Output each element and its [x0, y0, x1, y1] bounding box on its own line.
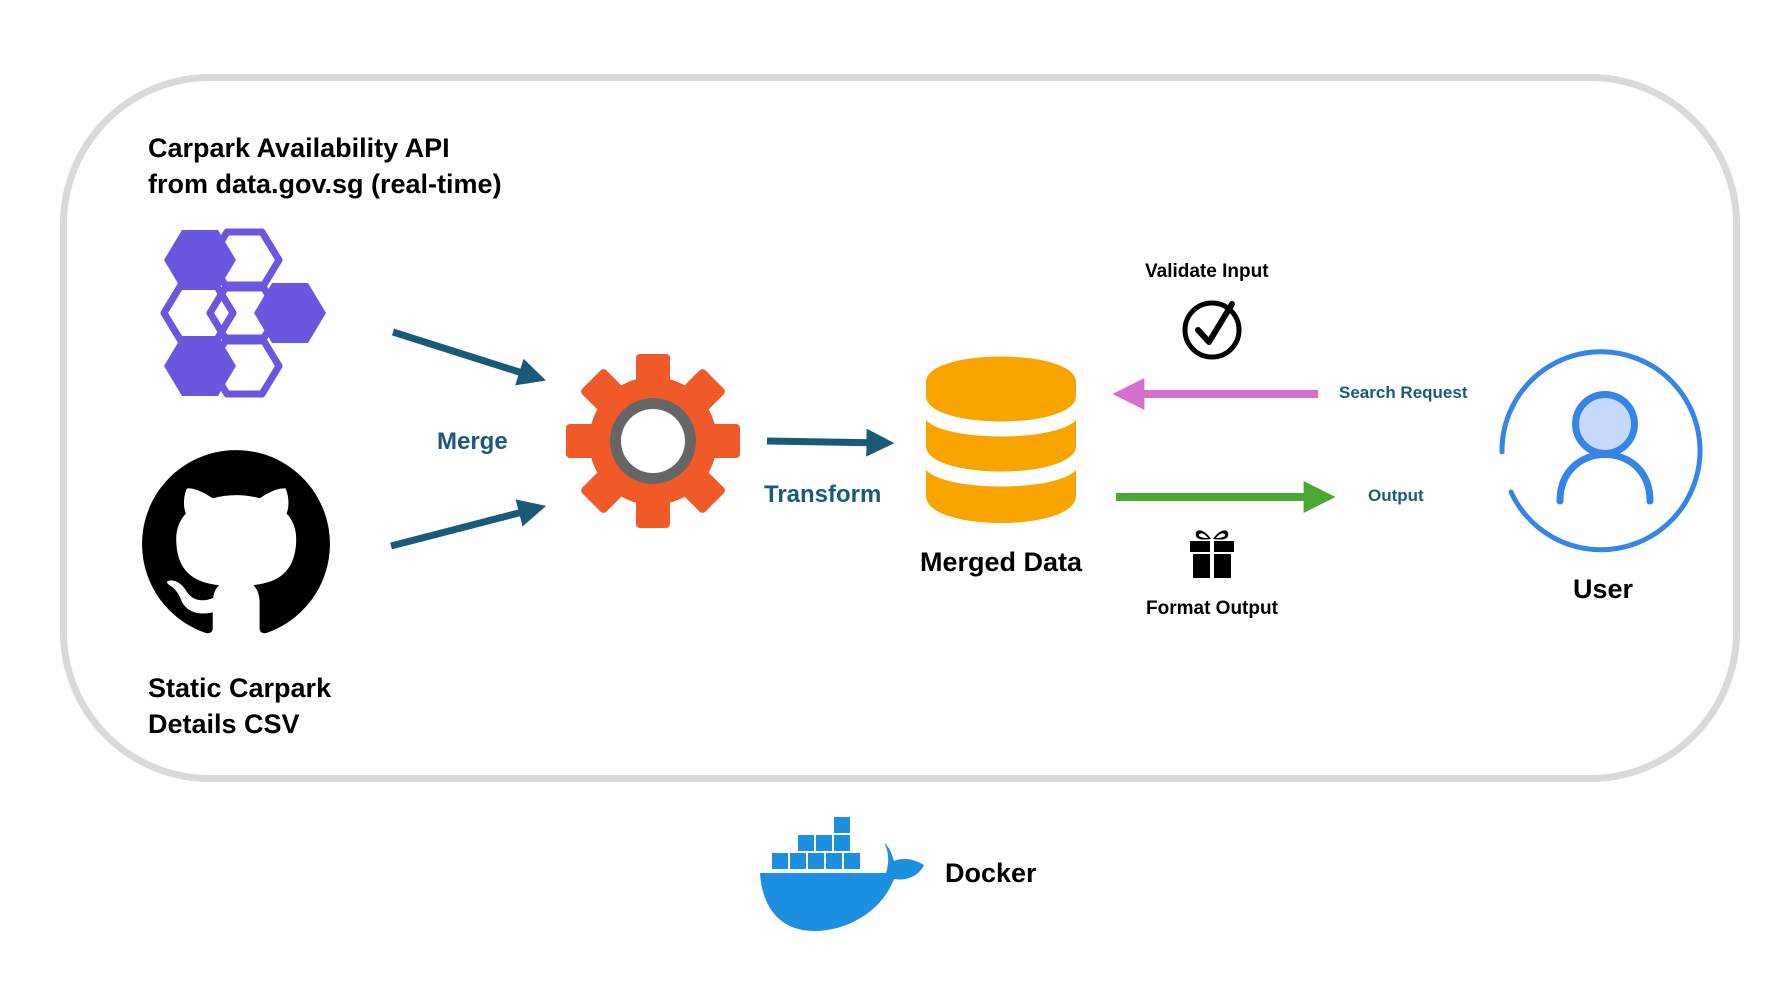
- search-request-label: Search Request: [1339, 383, 1468, 402]
- database-icon: [926, 356, 1076, 523]
- transform-arrow: [766, 428, 895, 457]
- csv-source-title-line1: Static Carpark: [148, 673, 332, 703]
- gear-icon: [566, 354, 740, 528]
- api-source-title-line1: Carpark Availability API: [148, 133, 450, 163]
- merge-label: Merge: [437, 428, 508, 455]
- hexagon-cluster-icon: [160, 228, 326, 398]
- api-source-title: Carpark Availability API from data.gov.s…: [148, 130, 502, 202]
- transform-label: Transform: [764, 481, 882, 508]
- output-label: Output: [1368, 486, 1424, 505]
- docker-container-boundary: [60, 74, 1740, 782]
- csv-source-title-line2: Details CSV: [148, 709, 300, 739]
- validate-input-label: Validate Input: [1145, 261, 1269, 282]
- docker-whale-icon: [760, 817, 924, 931]
- gift-icon: [1190, 530, 1234, 578]
- csv-source-title: Static Carpark Details CSV: [148, 670, 331, 742]
- merge-arrow-top: [391, 328, 547, 386]
- github-icon: [142, 450, 330, 634]
- docker-label: Docker: [945, 858, 1037, 888]
- check-circle-icon: [1182, 300, 1242, 360]
- api-source-title-line2: from data.gov.sg (real-time): [148, 169, 502, 199]
- user-icon: [1499, 349, 1703, 553]
- format-output-label: Format Output: [1146, 598, 1278, 619]
- merged-data-label: Merged Data: [920, 547, 1083, 577]
- user-label: User: [1573, 574, 1634, 604]
- merge-arrow-bottom: [390, 499, 547, 550]
